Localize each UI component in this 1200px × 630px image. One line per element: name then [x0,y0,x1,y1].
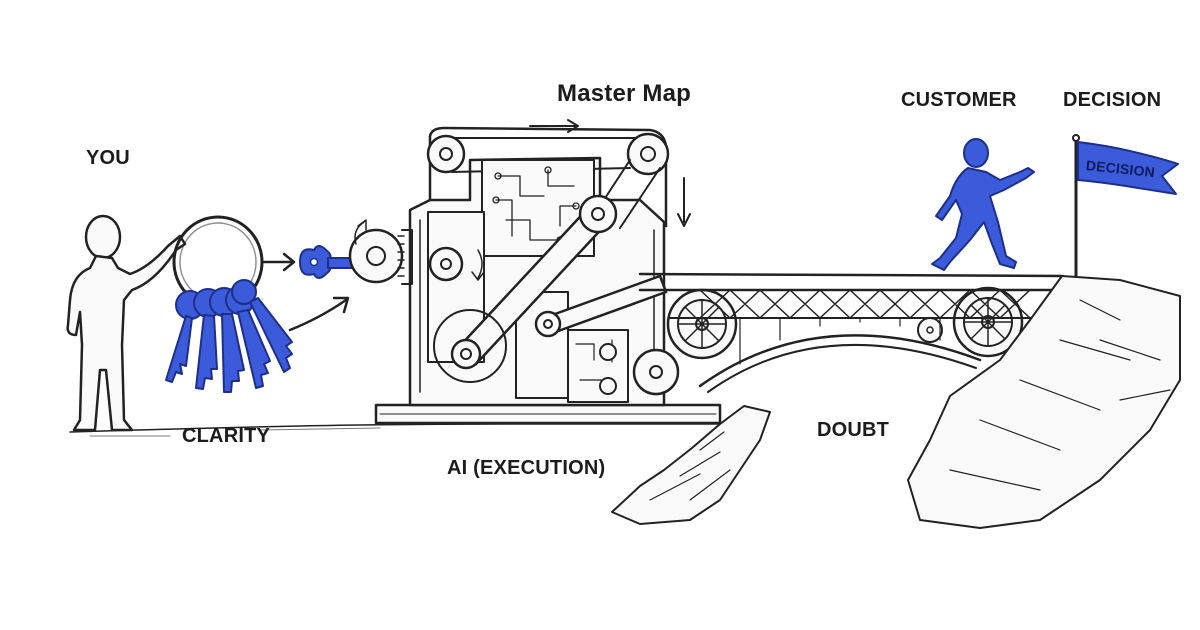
label-you: YOU [86,147,130,169]
customer-figure [931,138,1035,271]
key-bundle-icon [165,279,293,393]
label-master-map: Master Map [557,80,692,107]
left-cliff [611,405,771,525]
arrow-to-key [260,252,350,332]
label-doubt: DOUBT [817,419,890,441]
bridge-gears [632,286,1024,396]
label-customer: CUSTOMER [901,89,1017,111]
label-clarity: CLARITY [182,425,271,447]
ai-machine [348,126,722,425]
label-ai-execution: AI (EXECUTION) [447,457,606,479]
ground-line [69,423,721,437]
right-cliff [907,275,1181,529]
decision-flag-icon [1072,134,1179,278]
you-figure [66,214,187,432]
label-decision: DECISION [1063,89,1162,111]
bridge [638,272,1064,393]
